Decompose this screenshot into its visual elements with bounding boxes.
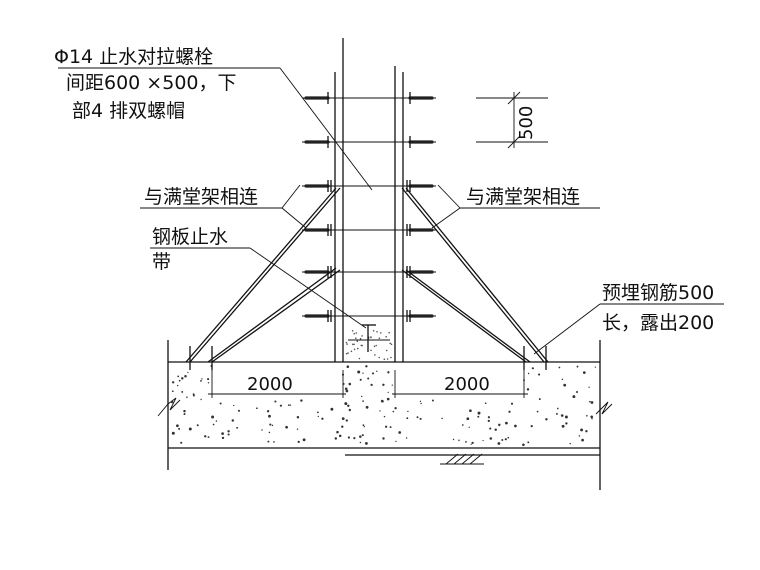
rebar-label-line1: 预埋钢筋500 [602, 282, 714, 304]
concrete-slab [157, 340, 613, 490]
scaffold-left-label: 与满堂架相连 [144, 186, 258, 208]
ground-hatch [440, 453, 484, 465]
waterstop-label-line1: 钢板止水 [152, 226, 228, 248]
bolt-label-line2: 间距600 ×500，下 [66, 72, 237, 94]
waterstop-label-line2: 带 [152, 251, 171, 273]
rebar-label-line2: 长，露出200 [602, 312, 714, 334]
dimension-2000-right-label: 2000 [444, 374, 490, 395]
bolt-label-line1: Φ14 止水对拉螺栓 [54, 46, 213, 68]
dimension-2000-left-label: 2000 [247, 374, 293, 395]
braces [185, 187, 549, 370]
wall [334, 38, 404, 362]
dimension-500-label: 500 [516, 106, 537, 140]
leader-lines [58, 67, 724, 355]
scaffold-right-label: 与满堂架相连 [466, 186, 580, 208]
bolt-label-line3: 部4 排双螺帽 [72, 100, 185, 122]
dimension-500 [476, 91, 548, 149]
concrete-aggregate [170, 330, 597, 447]
dimension-2000 [208, 370, 528, 398]
tie-bolts [302, 92, 436, 322]
